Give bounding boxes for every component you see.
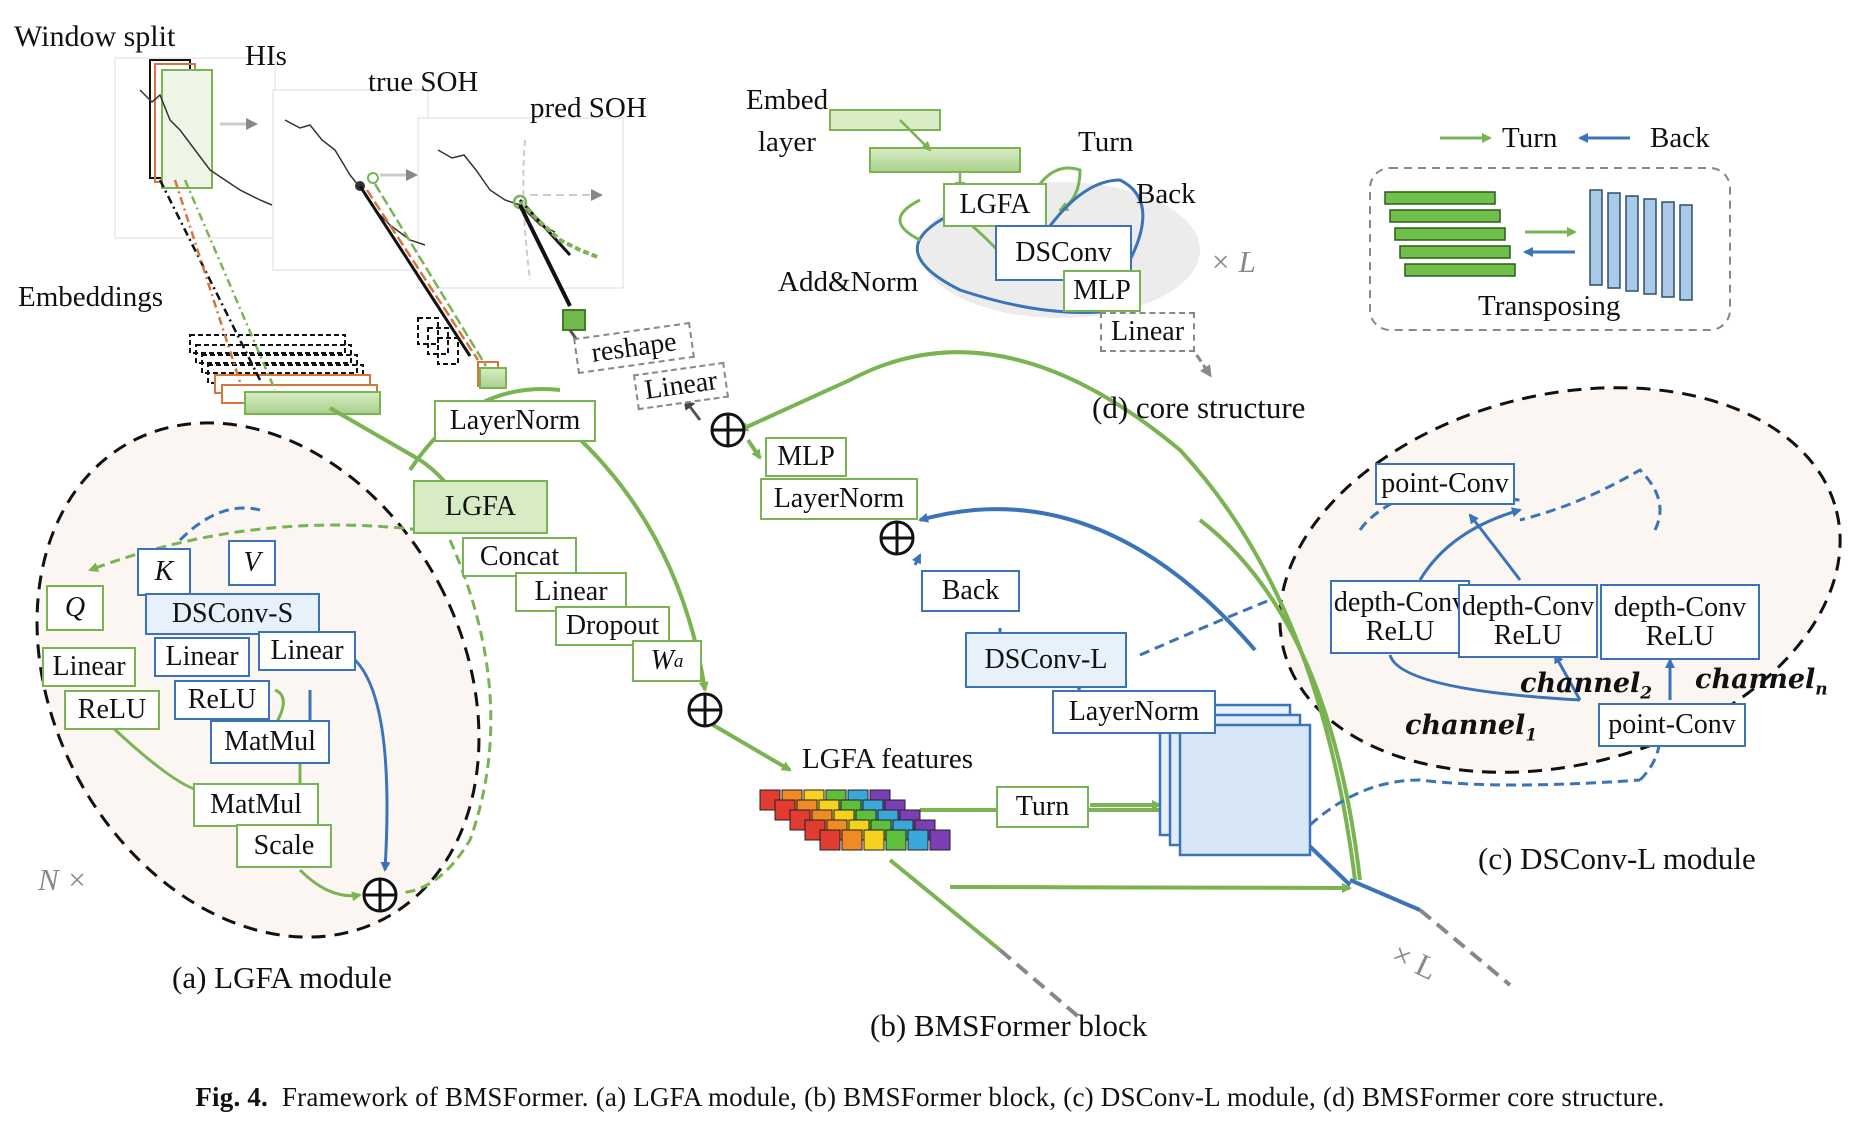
back-box: Back xyxy=(921,570,1020,612)
layer-label: layer xyxy=(758,126,816,158)
dsconv-l-box: DSConv-L xyxy=(965,632,1127,688)
mlp-box: MLP xyxy=(765,437,847,477)
legend-back-label: Back xyxy=(1650,122,1710,154)
legend-graphics xyxy=(1369,133,1731,331)
core-structure-wiring xyxy=(829,109,1212,378)
soh-panels xyxy=(114,57,624,289)
figure-caption: Fig. 4. Framework of BMSFormer. (a) LGFA… xyxy=(0,1082,1860,1113)
linear-v-box: Linear xyxy=(258,631,356,671)
caption-text: Framework of BMSFormer. (a) LGFA module,… xyxy=(281,1082,1665,1112)
concat-box: Concat xyxy=(462,537,577,577)
core-mlp-box: MLP xyxy=(1063,270,1141,312)
depth-conv-2-text: depth-Conv xyxy=(1461,590,1595,622)
module-a-title: (a) LGFA module xyxy=(172,960,392,995)
wa-subscript: a xyxy=(673,650,684,672)
layernorm-box-2: LayerNorm xyxy=(760,478,918,520)
embedding-stacks xyxy=(158,179,586,415)
q-box: Q xyxy=(46,585,104,631)
channel-1-text: channel xyxy=(1405,710,1526,741)
dropout-box: Dropout xyxy=(555,606,670,646)
channel-1-sub: 1 xyxy=(1525,725,1538,746)
module-c-title: (c) DSConv-L module xyxy=(1478,841,1756,876)
matmul-box-2: MatMul xyxy=(193,783,319,827)
module-d-title: (d) core structure xyxy=(1092,390,1306,425)
pred-soh-label: pred SOH xyxy=(530,92,647,124)
depth-conv-1-text: depth-Conv xyxy=(1333,586,1467,618)
block-b-title: (b) BMSFormer block xyxy=(870,1008,1148,1043)
embeddings-label: Embeddings xyxy=(18,281,163,313)
depth-conv-3-text: depth-Conv xyxy=(1613,591,1747,623)
layernorm-box-1: LayerNorm xyxy=(434,400,596,442)
legend-turn-label: Turn xyxy=(1502,122,1558,154)
caption-prefix: Fig. 4. xyxy=(195,1082,269,1112)
depth-conv-1-relu: ReLU xyxy=(1365,616,1435,647)
v-box: V xyxy=(228,540,276,586)
turn-box: Turn xyxy=(996,786,1089,828)
channel-n-text: channel xyxy=(1695,664,1816,695)
point-conv-top-box: point-Conv xyxy=(1375,463,1515,505)
window-split-label: Window split xyxy=(14,20,176,53)
lgfa-box: LGFA xyxy=(413,480,548,534)
n-times-label: N × xyxy=(38,862,88,897)
core-lgfa-box: LGFA xyxy=(943,183,1047,227)
core-back-label: Back xyxy=(1136,178,1196,210)
plus-symbols xyxy=(362,412,915,913)
linear-q-box: Linear xyxy=(42,647,136,687)
matmul-box-1: MatMul xyxy=(210,720,330,764)
depth-conv-2-relu: ReLU xyxy=(1493,620,1563,651)
point-conv-bottom-box: point-Conv xyxy=(1598,703,1746,747)
embed-label: Embed xyxy=(746,84,829,116)
add-norm-label: Add&Norm xyxy=(778,266,919,298)
true-soh-label: true SOH xyxy=(368,66,479,98)
feature-map-stack xyxy=(1158,703,1312,857)
dsconv-s-box: DSConv-S xyxy=(145,593,320,635)
his-label: HIs xyxy=(245,40,287,72)
lgfa-module-wiring xyxy=(88,506,493,902)
relu-q-box: ReLU xyxy=(64,690,160,730)
lgfa-features-tensor xyxy=(759,789,951,851)
channel-n-sub: n xyxy=(1815,679,1828,700)
channel-n-label: channeln xyxy=(1695,666,1828,698)
lgfa-features-label: LGFA features xyxy=(802,743,973,775)
depth-conv-3-relu: ReLU xyxy=(1645,621,1715,652)
wa-symbol: W xyxy=(650,645,674,676)
channel-2-text: channel xyxy=(1520,668,1641,699)
scale-box: Scale xyxy=(236,824,332,868)
channel-2-label: channel2 xyxy=(1520,670,1652,702)
core-linear-box: Linear xyxy=(1100,312,1195,352)
k-box: K xyxy=(137,548,191,596)
legend-transposing-label: Transposing xyxy=(1478,290,1621,322)
core-times-l-label: × L xyxy=(1210,244,1256,279)
channel-1-label: channel1 xyxy=(1405,712,1537,744)
linear-k-box: Linear xyxy=(154,637,250,677)
channel-2-sub: 2 xyxy=(1640,683,1653,704)
core-turn-label: Turn xyxy=(1078,126,1134,158)
relu-k-box: ReLU xyxy=(174,680,270,720)
layernorm-box-3: LayerNorm xyxy=(1052,690,1216,734)
